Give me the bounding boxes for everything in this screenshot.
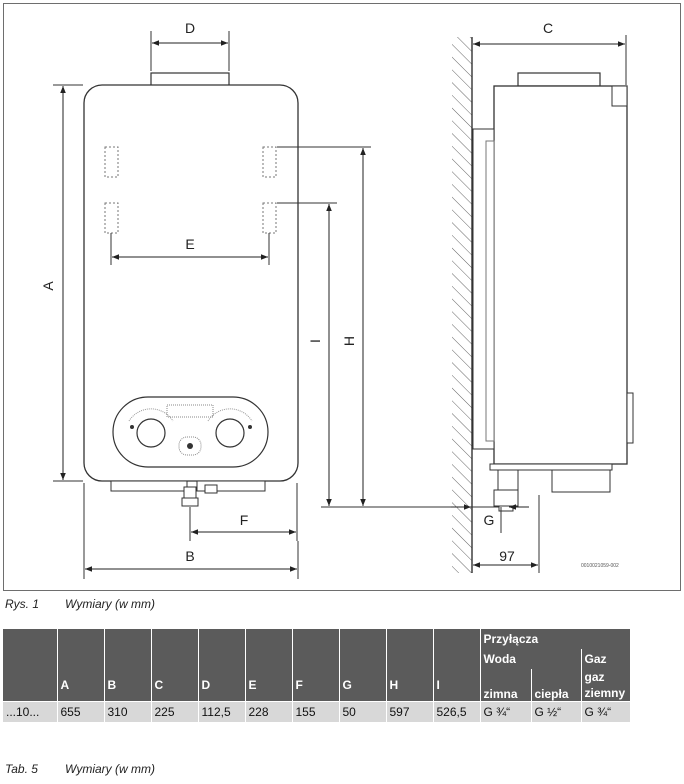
dim-label-a: A	[40, 281, 56, 291]
cell-e: 228	[245, 701, 293, 722]
dim-label-d: D	[185, 20, 195, 36]
cell-g: 50	[339, 701, 387, 722]
water-header: Woda	[480, 649, 582, 669]
cell-h: 597	[386, 701, 434, 722]
side-view: C G 97 0010021059-002	[451, 20, 634, 573]
table-header-row-3: A B C D E F G H I zimna ciepła gaz ziemn…	[3, 669, 631, 702]
hot-header: ciepła	[531, 669, 582, 702]
col-header-d: D	[198, 669, 246, 702]
col-header-g: G	[339, 669, 387, 702]
table-header-row-1: Przyłącza	[3, 629, 631, 702]
cell-hot: G ½“	[531, 701, 582, 722]
dim-label-e: E	[185, 236, 194, 252]
table-row: ...10... 655 310 225 112,5 228 155 50 59…	[3, 701, 631, 722]
front-view: D A E H I F B	[40, 20, 507, 579]
figure-caption: Rys. 1 Wymiary (w mm)	[5, 597, 155, 611]
dim-label-c: C	[543, 20, 553, 36]
cell-i: 526,5	[433, 701, 481, 722]
cell-a: 655	[57, 701, 105, 722]
left-knob	[136, 418, 166, 448]
dim-label-h: H	[341, 336, 357, 346]
col-header-b: B	[104, 669, 152, 702]
cell-cold: G ¾“	[480, 701, 532, 722]
heater-casing-front	[83, 84, 299, 482]
col-header-a: A	[57, 669, 105, 702]
heater-casing-side	[493, 85, 628, 465]
mount-slot-top-left	[104, 146, 119, 178]
right-knob	[215, 418, 245, 448]
drawing-svg: D A E H I F B	[40, 20, 634, 579]
col-header-f: F	[292, 669, 340, 702]
connections-header: Przyłącza	[480, 629, 631, 649]
natural-gas-header: gaz ziemny	[581, 669, 631, 702]
dim-label-i: I	[307, 339, 323, 343]
col-header-i: I	[433, 669, 481, 702]
cell-model: ...10...	[3, 701, 58, 722]
table-caption-text: Wymiary (w mm)	[65, 762, 155, 776]
cell-gas: G ¾“	[581, 701, 631, 722]
bottom-connections	[110, 480, 266, 507]
table-caption-number: Tab. 5	[5, 762, 38, 776]
dimension-drawing: D A E H I F B	[3, 3, 681, 591]
dimensions-table: Przyłącza Woda Gaz A B C D E F G H I zim…	[3, 629, 631, 722]
cell-d: 112,5	[198, 701, 246, 722]
wall-hatch	[452, 37, 472, 573]
cell-c: 225	[151, 701, 199, 722]
dim-label-97: 97	[499, 548, 515, 564]
cold-header: zimna	[480, 669, 532, 702]
table-header-row-2: Woda Gaz	[3, 649, 631, 669]
cell-b: 310	[104, 701, 152, 722]
mount-slot-top-right	[262, 146, 277, 178]
control-panel	[112, 396, 269, 468]
gas-header: Gaz	[581, 649, 631, 669]
table-caption: Tab. 5 Wymiary (w mm)	[5, 762, 155, 776]
col-header-h: H	[386, 669, 434, 702]
cell-f: 155	[292, 701, 340, 722]
dim-label-f: F	[240, 512, 249, 528]
figure-caption-number: Rys. 1	[5, 597, 40, 611]
col-header-c: C	[151, 669, 199, 702]
figure-code: 0010021059-002	[581, 563, 619, 569]
figure-caption-text: Wymiary (w mm)	[65, 597, 155, 611]
dim-label-b: B	[185, 548, 194, 564]
flue-outlet	[150, 72, 230, 87]
col-header-e: E	[245, 669, 293, 702]
dim-label-g: G	[484, 512, 495, 528]
